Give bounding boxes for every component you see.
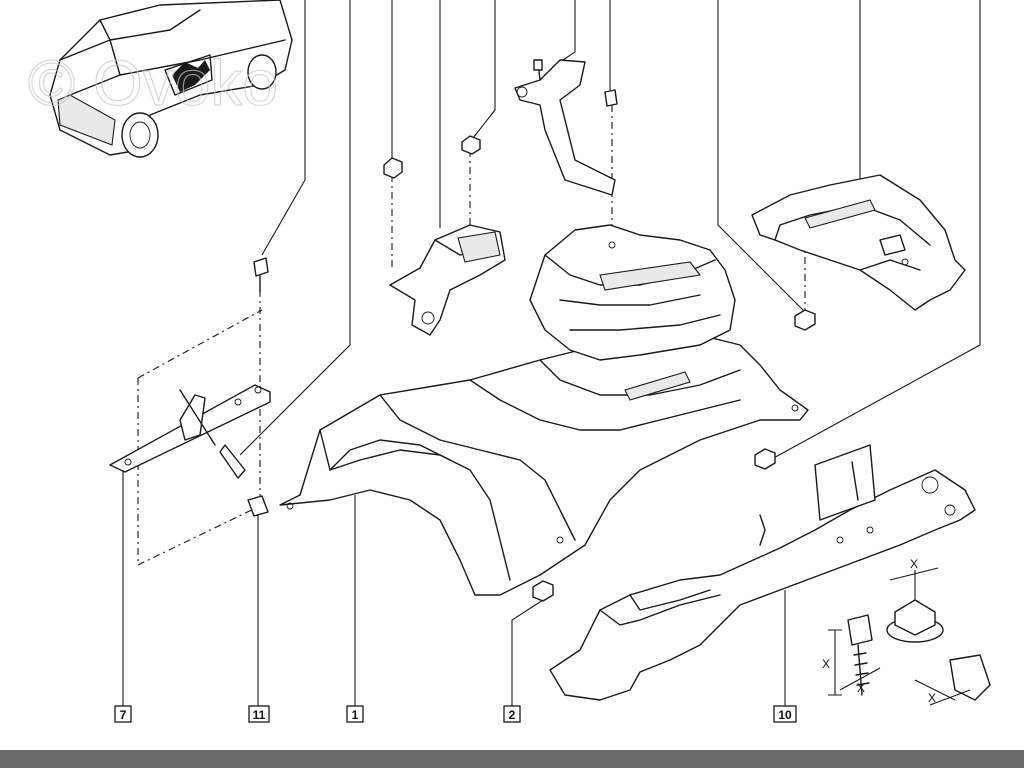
callout-1: 1	[346, 705, 364, 723]
callout-2-label: 2	[509, 708, 516, 722]
watermark-text: © Ovoko	[28, 47, 278, 119]
callout-10: 10	[773, 705, 797, 723]
clip-detail	[914, 654, 991, 706]
crossmember	[549, 444, 976, 701]
callout-2: 2	[503, 705, 521, 723]
callout-10-label: 10	[778, 708, 792, 722]
callout-11-label: 11	[253, 708, 266, 722]
spacer-detail	[886, 567, 944, 643]
callout-7-label: 7	[120, 708, 127, 722]
dimension-mark-3: X	[910, 557, 918, 571]
lower-leader-lines	[122, 470, 786, 706]
upper-leader-lines	[239, 0, 981, 461]
fastener-nuts-top	[383, 89, 816, 602]
vehicle-locator-thumbnail	[49, 0, 293, 158]
hanger-bracket	[514, 59, 616, 196]
callout-1-label: 1	[352, 708, 359, 722]
dimension-mark-4: X	[928, 691, 936, 705]
main-heat-shield	[279, 334, 809, 596]
footer-bar	[0, 750, 1024, 768]
bolt-detail	[828, 614, 881, 696]
upper-right-heat-shield	[751, 174, 966, 311]
small-mounting-bracket	[109, 384, 271, 479]
side-bracket	[389, 224, 506, 336]
bolt-and-clip	[247, 257, 269, 517]
dimension-mark-1: X	[822, 657, 830, 671]
callout-7: 7	[114, 705, 132, 723]
dimension-mark-2: X	[857, 681, 865, 695]
rear-heat-shield	[529, 224, 736, 361]
callout-11: 11	[248, 705, 270, 723]
